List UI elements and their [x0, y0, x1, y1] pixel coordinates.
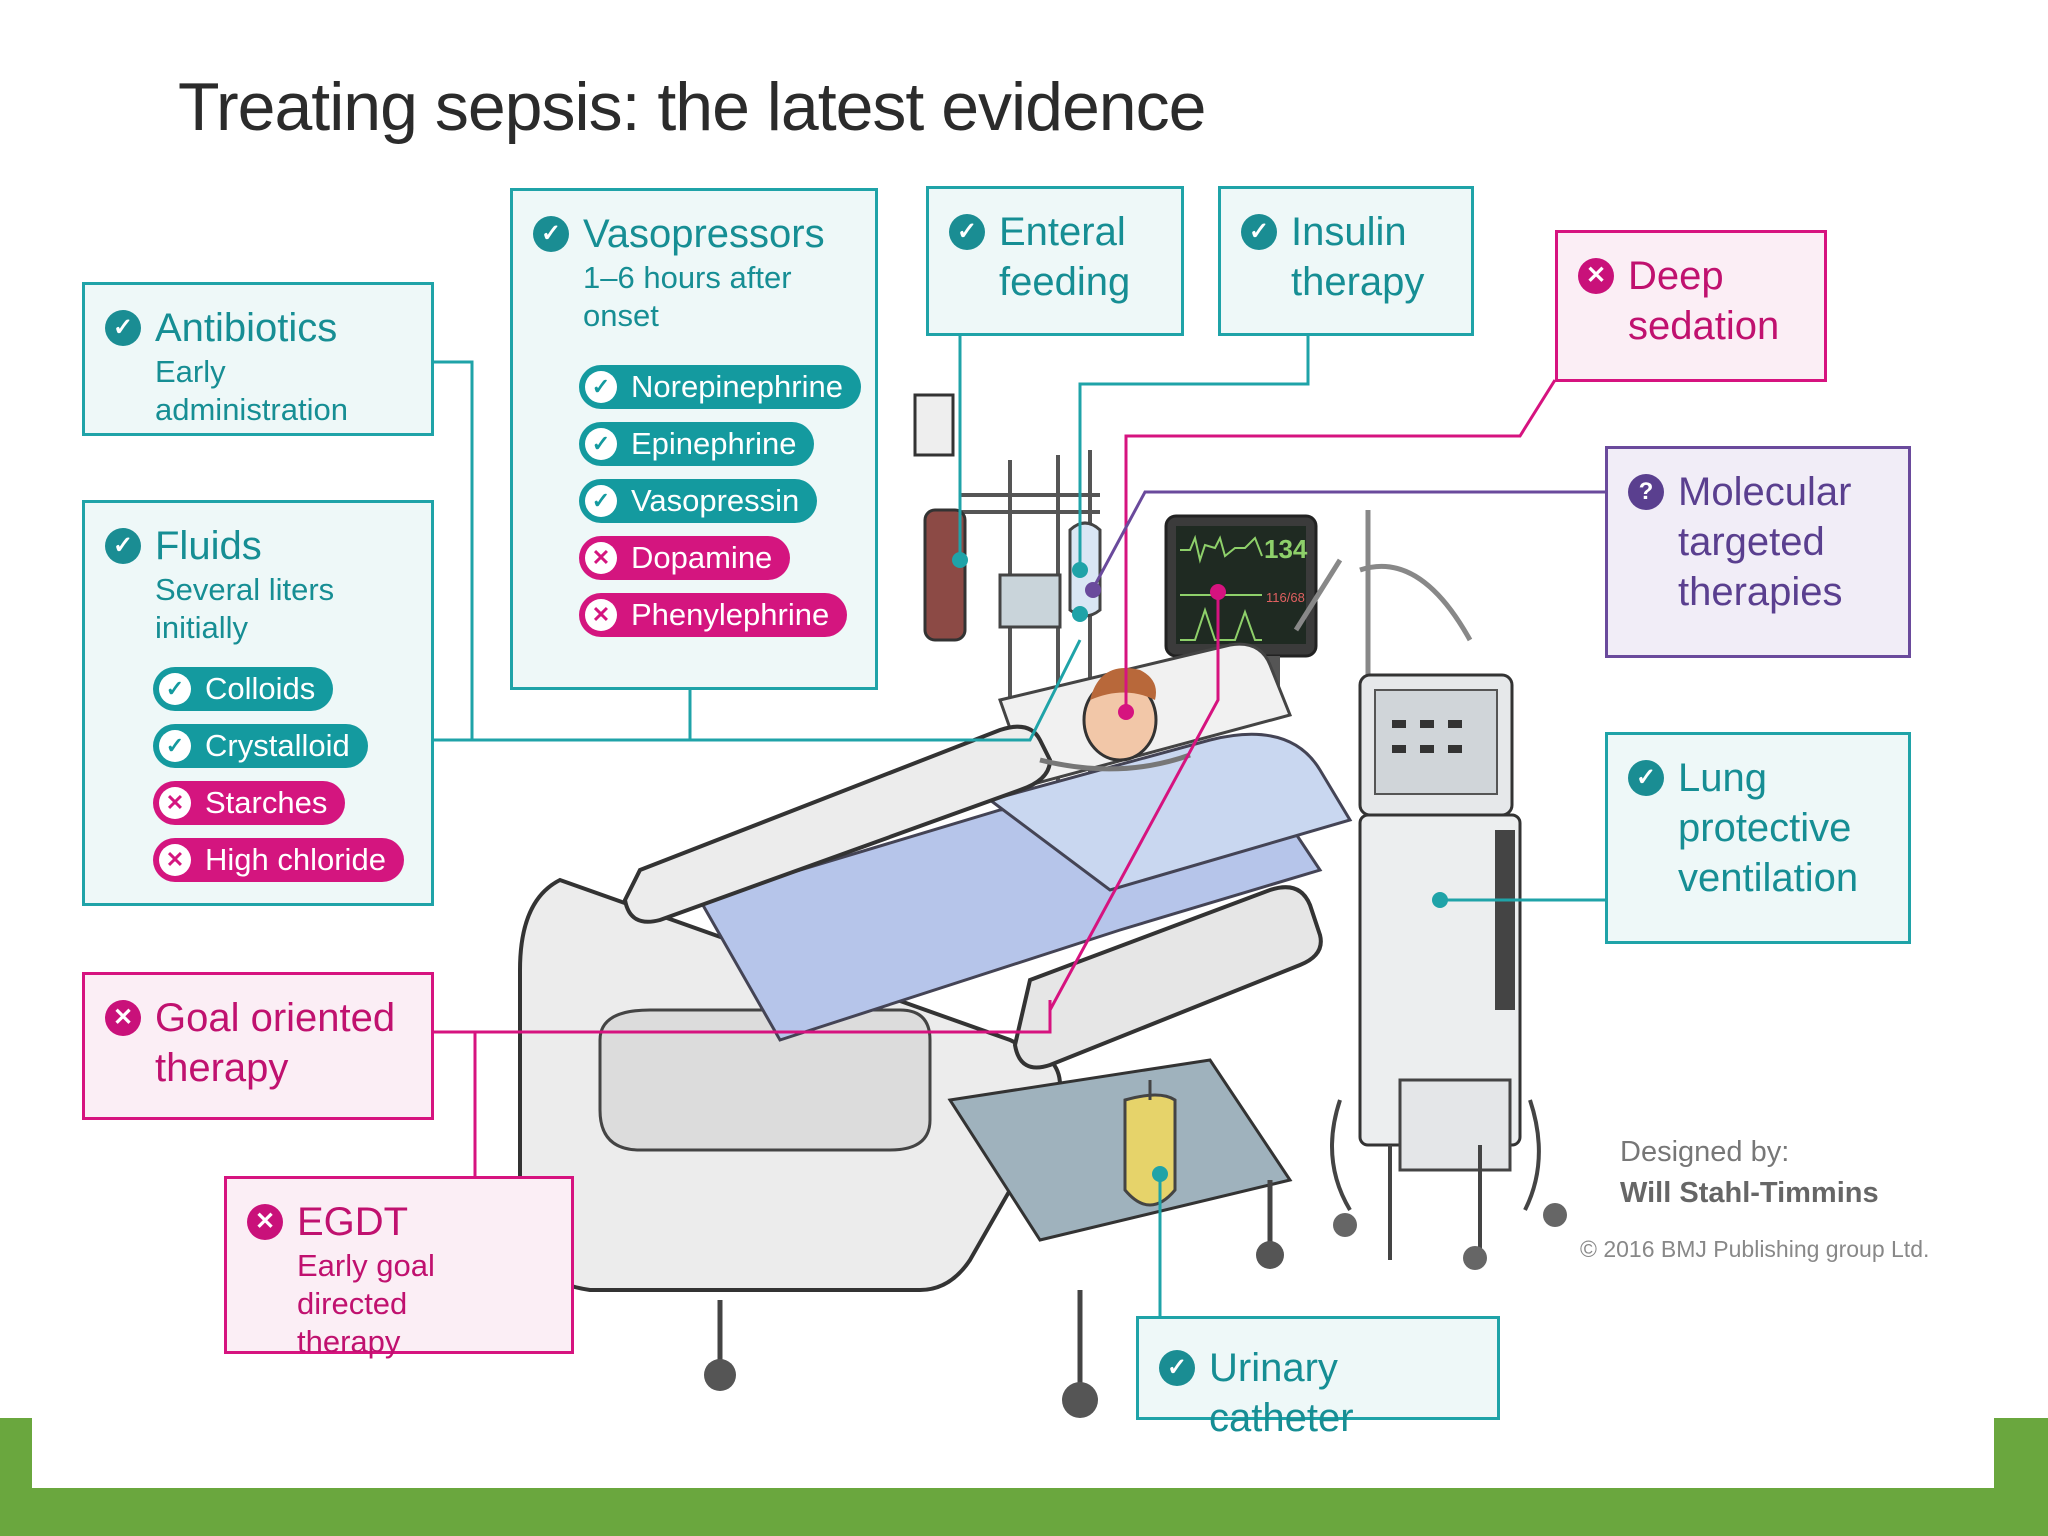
cross-icon: ✕: [585, 599, 617, 631]
egdt-box: ✕ EGDT Early goal directed therapy: [224, 1176, 574, 1359]
footer-tab-left: [0, 1418, 32, 1488]
cross-icon: ✕: [105, 1000, 141, 1036]
cross-icon: ✕: [159, 844, 191, 876]
check-icon: ✓: [105, 528, 141, 564]
infusion-pump: [913, 393, 955, 457]
goal-oriented-box: ✕ Goal oriented therapy: [82, 972, 434, 1120]
designer-credit: Designed by: Will Stahl-Timmins: [1620, 1132, 1879, 1214]
fluids-sub: Several liters initially: [155, 572, 335, 645]
egdt-sub: Early goal directed therapy: [297, 1248, 435, 1359]
patient: [1039, 668, 1191, 772]
insulin-title: Insulin therapy: [1291, 210, 1425, 304]
enteral-feed-bag: [923, 508, 967, 642]
pill-dopamine: ✕Dopamine: [579, 536, 791, 580]
page-title: Treating sepsis: the latest evidence: [178, 69, 1206, 145]
urinary-title: Urinary catheter: [1209, 1346, 1354, 1440]
connectors-purple: [1093, 490, 1605, 586]
insulin-therapy-box: ✓ Insulin therapy: [1218, 186, 1474, 336]
pill-starches: ✕Starches: [153, 781, 346, 825]
vasopressors-box: ✓ Vasopressors 1–6 hours after onset ✓No…: [510, 188, 878, 690]
copyright: © 2016 BMJ Publishing group Ltd.: [1580, 1236, 1930, 1262]
vital-monitor: 134 116/68: [1164, 514, 1318, 686]
cross-icon: ✕: [585, 542, 617, 574]
pill-epinephrine: ✓Epinephrine: [579, 422, 815, 466]
cross-icon: ✕: [1578, 258, 1614, 294]
hospital-bed: [518, 642, 1353, 1418]
check-icon: ✓: [533, 216, 569, 252]
lung-title: Lung protective ventilation: [1678, 756, 1859, 900]
vasopressors-sub: 1–6 hours after onset: [583, 260, 792, 333]
goal-title: Goal oriented therapy: [155, 996, 396, 1090]
question-icon: ?: [1628, 474, 1664, 510]
enteral-feeding-box: ✓ Enteral feeding: [926, 186, 1184, 336]
lung-ventilation-box: ✓ Lung protective ventilation: [1605, 732, 1911, 944]
vasopressors-title: Vasopressors: [583, 212, 825, 256]
egdt-title: EGDT: [297, 1200, 409, 1244]
credit-name: Will Stahl-Timmins: [1620, 1177, 1879, 1209]
check-icon: ✓: [1628, 760, 1664, 796]
antibiotics-box: ✓ Antibiotics Early administration: [82, 282, 434, 436]
check-icon: ✓: [1159, 1350, 1195, 1386]
antibiotics-sub: Early administration: [155, 354, 348, 427]
molecular-therapies-box: ? Molecular targeted therapies: [1605, 446, 1911, 658]
urine-bag: [1123, 1080, 1177, 1207]
antibiotics-title: Antibiotics: [155, 306, 338, 350]
enteral-title: Enteral feeding: [999, 210, 1131, 304]
cross-icon: ✕: [247, 1204, 283, 1240]
check-icon: ✓: [159, 730, 191, 762]
cross-icon: ✕: [159, 787, 191, 819]
check-icon: ✓: [585, 485, 617, 517]
molecular-title: Molecular targeted therapies: [1678, 470, 1852, 614]
connector-dots: [952, 552, 1448, 1182]
iv-monitor: [998, 573, 1062, 629]
deep-sedation-box: ✕ Deep sedation: [1555, 230, 1827, 382]
pill-crystalloid: ✓Crystalloid: [153, 724, 368, 768]
svg-text:134: 134: [1264, 534, 1308, 564]
sedation-title: Deep sedation: [1628, 254, 1780, 348]
check-icon: ✓: [1241, 214, 1277, 250]
check-icon: ✓: [585, 371, 617, 403]
credit-label: Designed by:: [1620, 1136, 1790, 1168]
footer-tab-right: [1994, 1418, 2048, 1488]
fluids-box: ✓ Fluids Several liters initially ✓Collo…: [82, 500, 434, 906]
check-icon: ✓: [949, 214, 985, 250]
connectors-pink: [432, 379, 1557, 1176]
check-icon: ✓: [105, 310, 141, 346]
footer-band: [0, 1488, 2048, 1536]
pill-vasopressin: ✓Vasopressin: [579, 479, 818, 523]
pill-norepinephrine: ✓Norepinephrine: [579, 365, 861, 409]
connectors-teal: [432, 336, 1605, 1318]
pill-high-chloride: ✕High chloride: [153, 838, 404, 882]
svg-text:116/68: 116/68: [1266, 590, 1305, 605]
check-icon: ✓: [159, 673, 191, 705]
pill-phenylephrine: ✕Phenylephrine: [579, 593, 848, 637]
ventilator: [1330, 673, 1567, 1270]
urinary-catheter-box: ✓ Urinary catheter: [1136, 1316, 1500, 1440]
pill-colloids: ✓Colloids: [153, 667, 334, 711]
fluids-title: Fluids: [155, 524, 262, 568]
check-icon: ✓: [585, 428, 617, 460]
